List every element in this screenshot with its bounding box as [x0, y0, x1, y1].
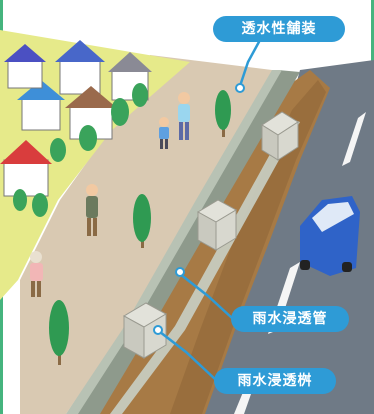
basin-icon	[261, 111, 299, 161]
pedestrian-icon	[178, 92, 190, 140]
label-infiltration-basin: 雨水浸透桝	[214, 368, 336, 394]
curb-top	[66, 70, 282, 414]
pipe-icon	[110, 118, 300, 414]
leader-line-pipe	[179, 273, 233, 319]
lane-mark	[342, 112, 366, 166]
leader-dot-paving	[235, 83, 245, 93]
tree-icon	[215, 90, 231, 137]
house-icon	[4, 44, 46, 89]
car-icon	[300, 196, 360, 276]
house-icon	[17, 80, 65, 131]
label-permeable-paving: 透水性舗装	[213, 16, 345, 42]
leader-dot-pipe	[175, 267, 185, 277]
pedestrian-icon	[86, 184, 98, 236]
pedestrian-icon	[159, 117, 169, 149]
tree-icon	[13, 83, 148, 217]
house-icon	[0, 140, 52, 197]
pedestrian-icon	[30, 251, 43, 297]
basin-icon	[197, 199, 237, 251]
soil-section-shade	[170, 80, 326, 414]
tree-icon	[133, 194, 151, 248]
house-icon	[65, 86, 117, 140]
curb	[70, 70, 300, 414]
leader-dot-basin	[153, 325, 163, 335]
basin-icon	[122, 302, 168, 359]
leader-line-paving	[238, 39, 262, 87]
leader-line-basin	[159, 331, 217, 381]
tree-icon	[49, 300, 69, 365]
label-infiltration-pipe: 雨水浸透管	[231, 306, 349, 332]
